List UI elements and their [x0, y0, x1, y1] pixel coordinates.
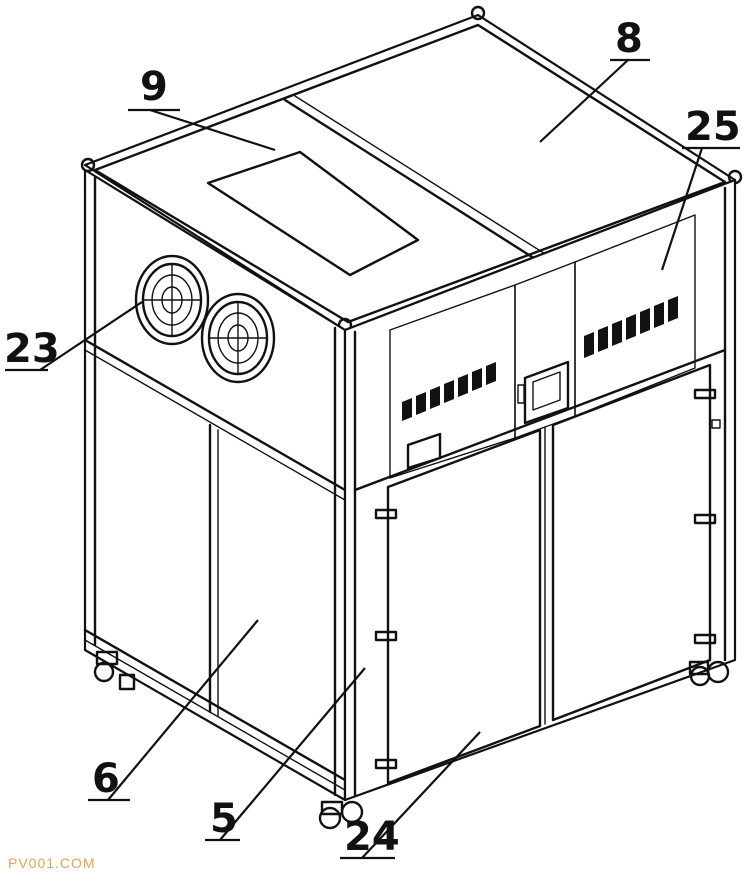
leader-8: [539, 59, 629, 143]
leader-5: [219, 667, 366, 841]
leader-6: [107, 619, 259, 801]
label-underlines: [5, 58, 740, 860]
fan-left: [134, 254, 210, 346]
callout-5: 5: [210, 796, 238, 842]
callout-23: 23: [4, 326, 60, 372]
caster-right: [688, 660, 730, 687]
leader-lines: [39, 59, 704, 859]
vent-grille-left: [402, 362, 496, 421]
watermark: PV001.COM: [8, 855, 96, 871]
vent-grille-right: [584, 296, 678, 358]
condenser-fans: [134, 254, 276, 384]
callout-6: 6: [92, 756, 120, 802]
leader-23: [39, 301, 143, 371]
callout-24: 24: [344, 814, 400, 860]
leader-24: [361, 731, 481, 859]
callout-9: 9: [140, 64, 168, 110]
callout-25: 25: [685, 104, 741, 150]
callout-8: 8: [615, 16, 643, 62]
lifting-eye-back: [470, 5, 486, 21]
fan-right: [200, 292, 276, 384]
front-doors: [374, 363, 721, 785]
caster-front: [318, 800, 364, 830]
leader-25: [660, 147, 704, 271]
casters: [93, 650, 730, 830]
leader-9: [149, 108, 276, 152]
top-face: [83, 13, 737, 332]
caster-left-back: [93, 650, 136, 691]
